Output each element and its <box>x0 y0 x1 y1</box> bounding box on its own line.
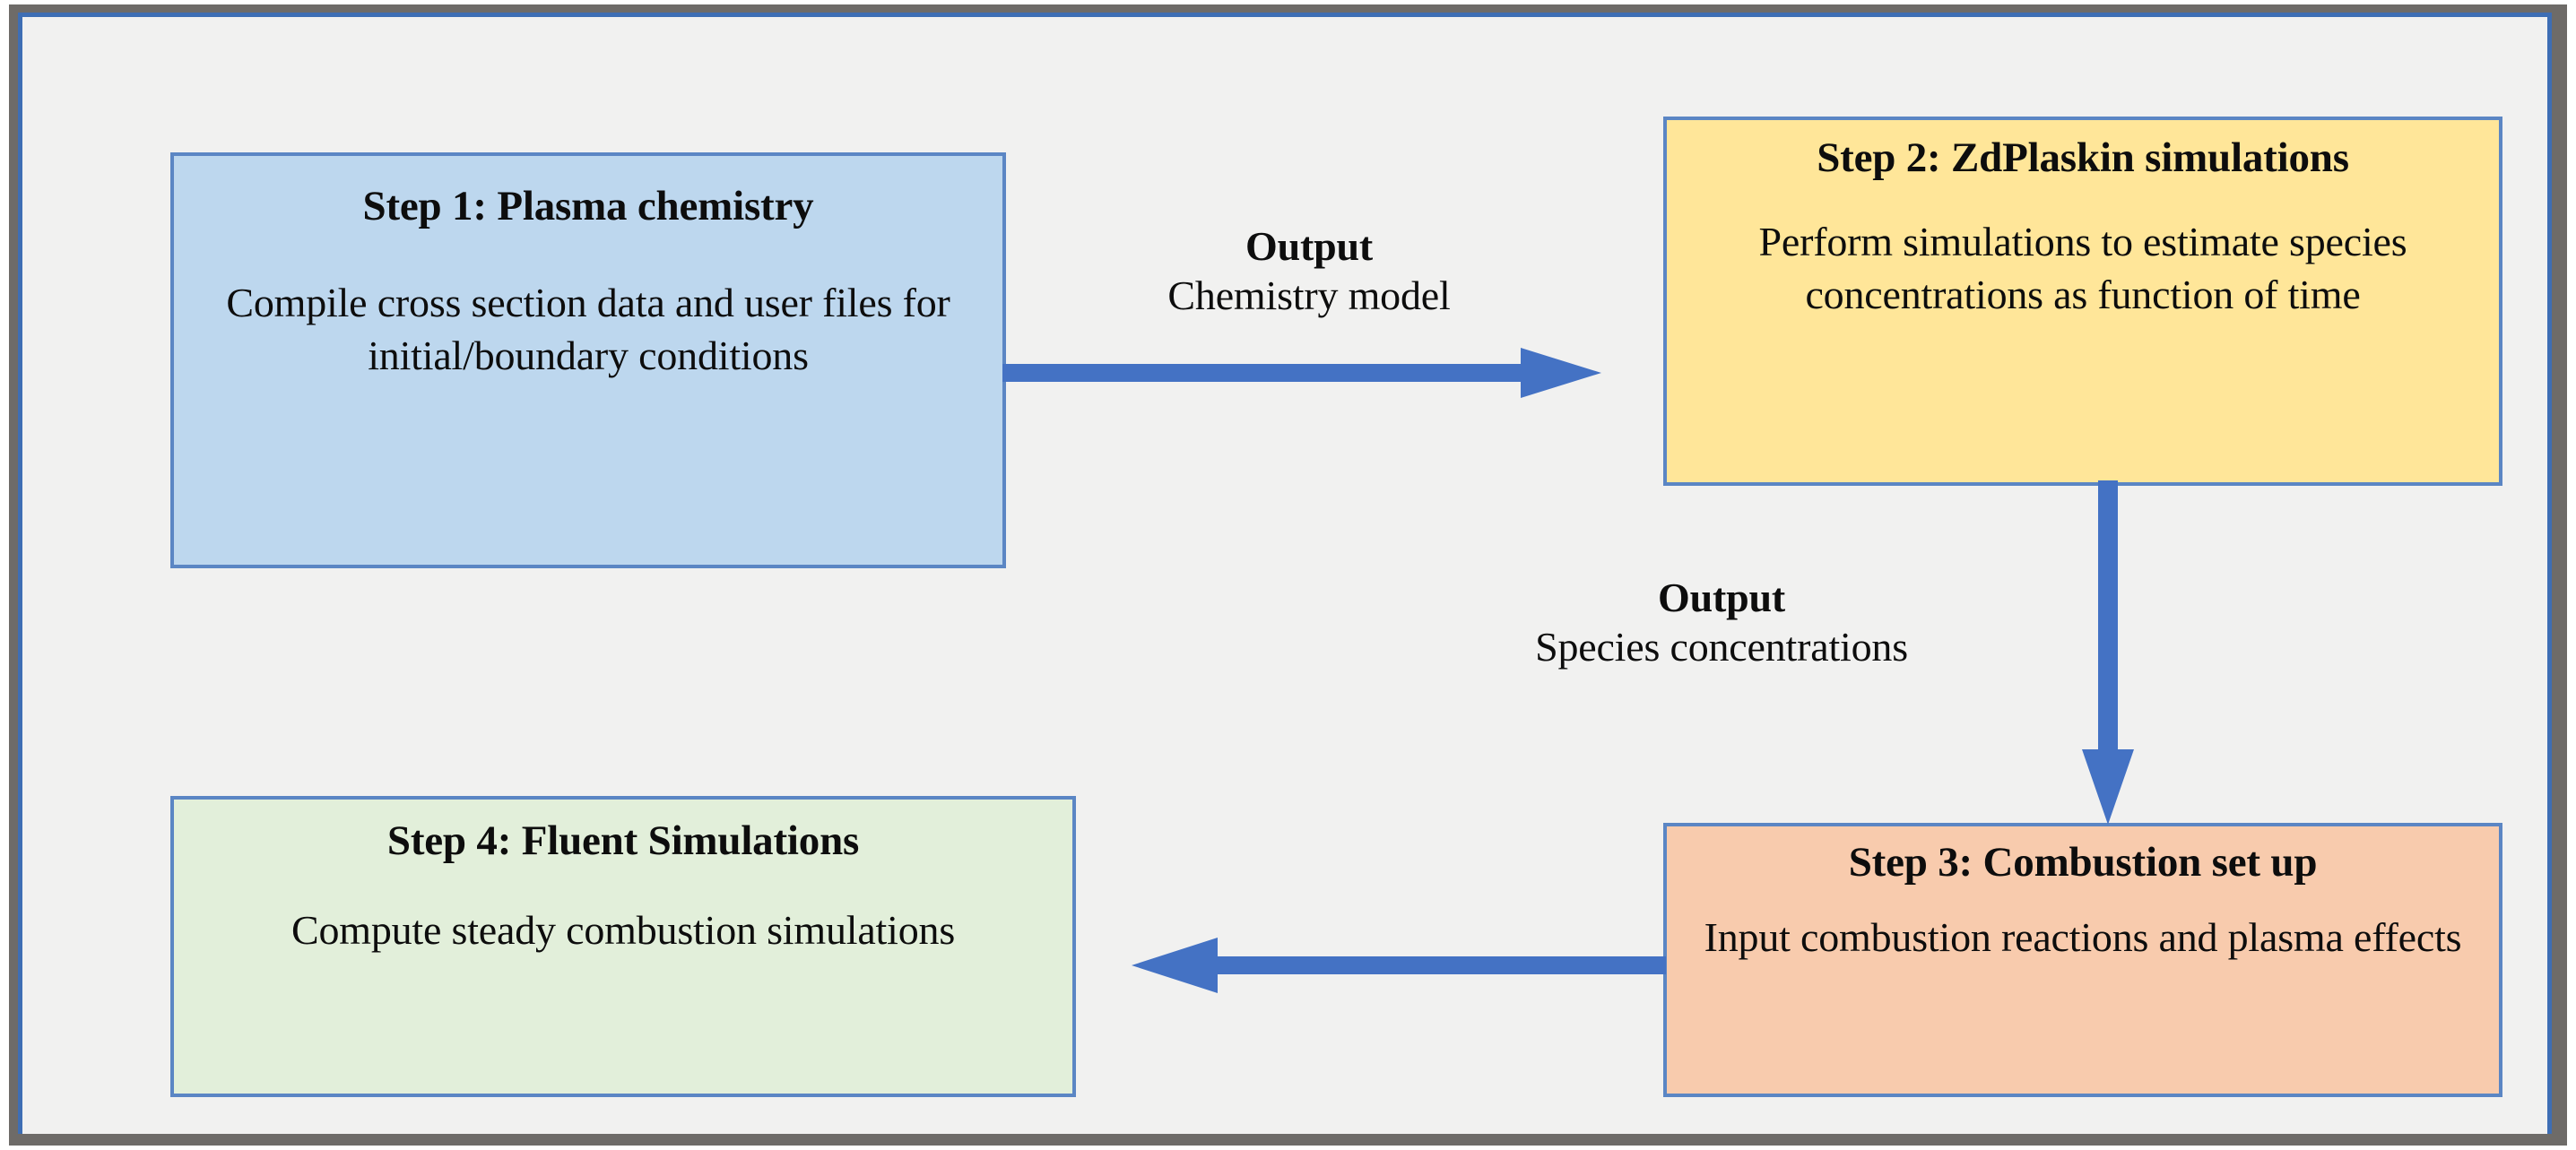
step-title: Step 1: Plasma chemistry <box>362 183 814 229</box>
arrow-label-subtext: Chemistry model <box>1167 272 1451 319</box>
step-body: Input combustion reactions and plasma ef… <box>1704 913 2462 960</box>
step-box-combustion-set-up[interactable]: Step 3: Combustion set up Input combusti… <box>1663 823 2502 1097</box>
arrow-label-heading: Output <box>1658 575 1785 620</box>
step-title: Step 2: ZdPlaskin simulations <box>1817 134 2349 181</box>
step-body: Compile cross section data and user file… <box>226 279 950 378</box>
arrow-down-icon <box>2082 480 2134 825</box>
arrow-label-subtext: Species concentrations <box>1535 624 1908 670</box>
step-body: Compute steady combustion simulations <box>291 906 956 953</box>
arrow-label-heading: Output <box>1245 223 1373 269</box>
step-body: Perform simulations to estimate species … <box>1758 218 2407 317</box>
arrow-left-icon <box>1132 938 1666 993</box>
step-box-fluent-simulations[interactable]: Step 4: Fluent Simulations Compute stead… <box>170 796 1076 1097</box>
arrow-label-output-species: Output Species concentrations <box>1372 574 2071 671</box>
arrow-right-icon <box>1002 348 1601 398</box>
step-box-plasma-chemistry[interactable]: Step 1: Plasma chemistry Compile cross s… <box>170 152 1006 568</box>
arrow-label-output-chemistry: Output Chemistry model <box>1067 222 1551 320</box>
step-title: Step 4: Fluent Simulations <box>386 817 860 864</box>
step-box-zdplaskin-simulations[interactable]: Step 2: ZdPlaskin simulations Perform si… <box>1663 117 2502 486</box>
step-title: Step 3: Combustion set up <box>1848 839 2318 886</box>
